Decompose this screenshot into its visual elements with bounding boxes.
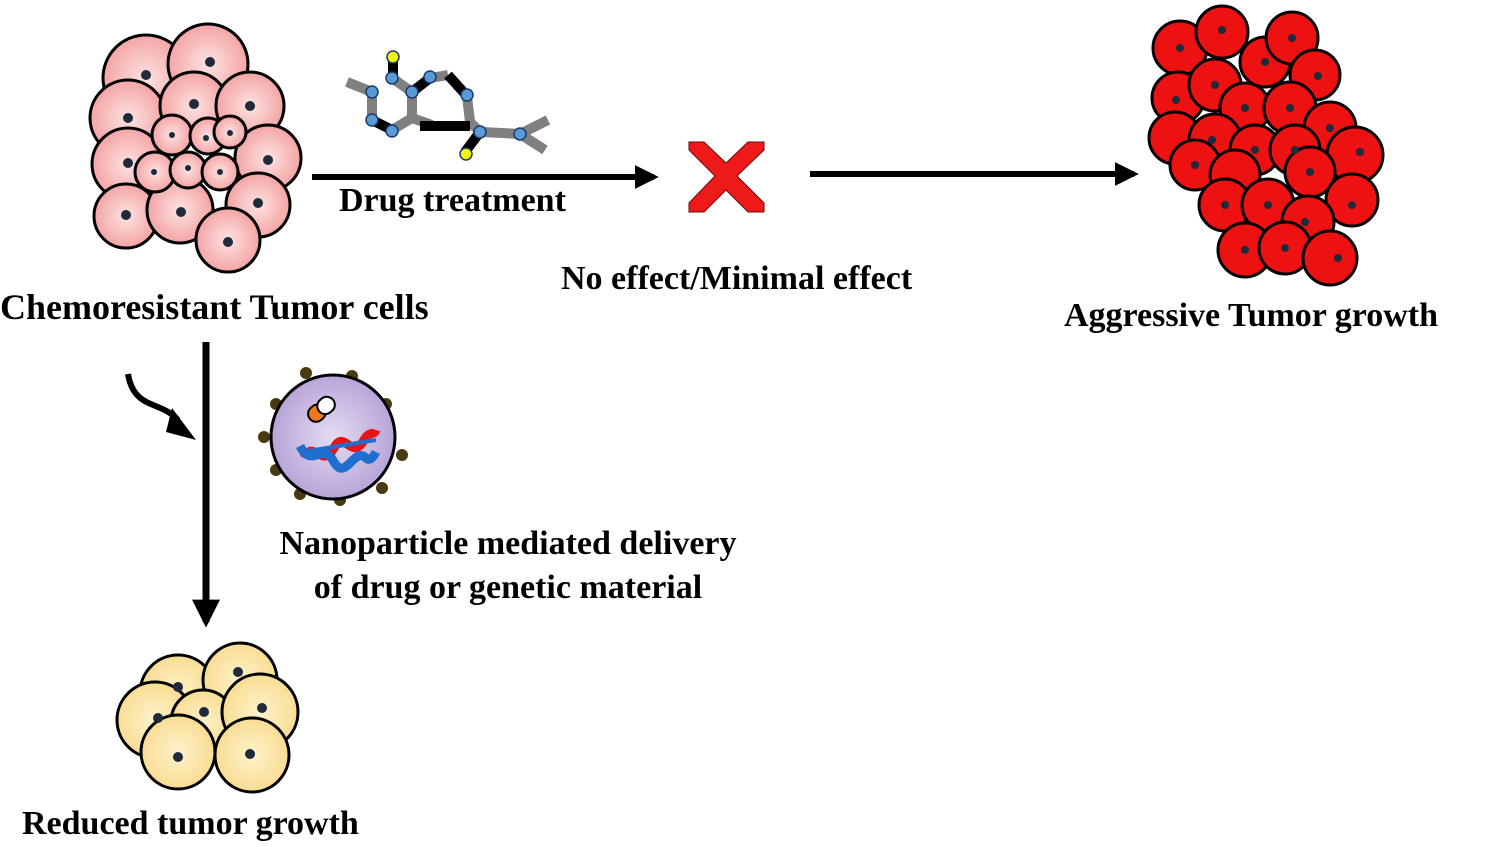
aggressive-cell-cluster xyxy=(1147,4,1385,287)
reduced-cell-cluster xyxy=(115,641,300,794)
nanoparticle-label-line-2: of drug or genetic material xyxy=(313,569,703,606)
nanoparticle-label-line-1: Nanoparticle mediated delivery xyxy=(279,525,737,562)
aggressive-tumor-growth-label: Aggressive Tumor growth xyxy=(1064,297,1439,334)
drug-molecule-icon xyxy=(345,50,551,161)
chemoresistant-tumor-cells-label: Chemoresistant Tumor cells xyxy=(0,287,429,327)
no-effect-cross-icon xyxy=(688,141,765,213)
chemoresistant-cell-cluster xyxy=(88,22,303,274)
nanoparticle-delivery-label: Nanoparticle mediated delivery of drug o… xyxy=(238,522,778,610)
curved-entry-arrow xyxy=(125,373,196,440)
reduced-tumor-growth-label: Reduced tumor growth xyxy=(22,805,359,842)
drug-treatment-label: Drug treatment xyxy=(339,182,566,219)
no-effect-label: No effect/Minimal effect xyxy=(561,260,913,297)
nanoparticle-icon xyxy=(258,367,408,506)
